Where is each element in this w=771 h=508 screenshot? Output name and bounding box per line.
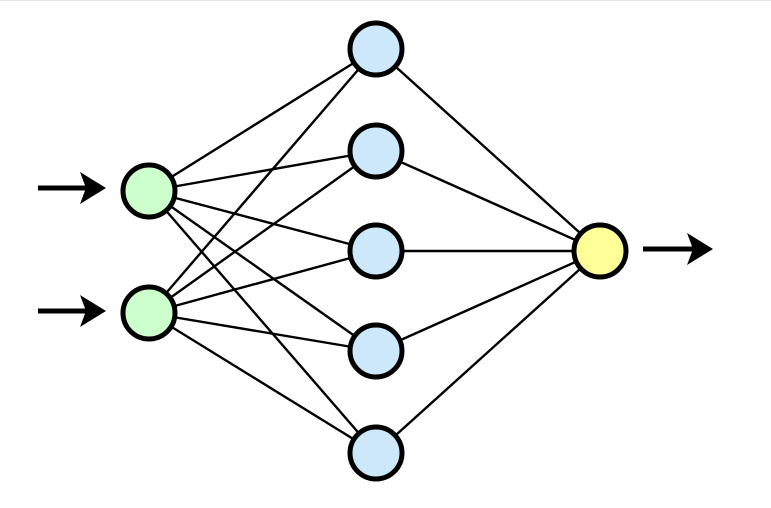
edge-i1-h2 (148, 149, 377, 193)
input-node-1[interactable] (120, 162, 178, 220)
input-arrow-2-head (80, 295, 106, 327)
edge-i1-h4 (148, 190, 377, 352)
edge-i2-h3 (148, 249, 377, 315)
edge-i1-h5 (148, 190, 377, 454)
edge-i2-h5 (148, 311, 377, 455)
edge-group-input-to-hidden (148, 47, 377, 455)
edge-i2-h2 (148, 150, 377, 314)
edge-i2-h4 (148, 311, 377, 353)
input-arrow-1 (38, 172, 106, 204)
hidden-layer-nodes (347, 20, 405, 482)
output-node-1[interactable] (571, 222, 629, 280)
edge-i1-h3 (148, 189, 377, 253)
edge-h1-o1 (375, 48, 601, 252)
output-arrow-1 (643, 233, 713, 265)
edge-group-hidden-to-output (375, 48, 601, 454)
edge-i1-h1 (148, 47, 377, 193)
edge-h2-o1 (375, 149, 601, 253)
hidden-node-1[interactable] (347, 20, 405, 78)
hidden-node-4[interactable] (347, 322, 405, 380)
input-arrow-1-head (80, 172, 106, 204)
edge-h5-o1 (375, 250, 601, 454)
hidden-node-3[interactable] (347, 222, 405, 280)
edge-h4-o1 (375, 249, 601, 353)
input-layer-nodes (120, 162, 178, 342)
edge-i2-h1 (148, 48, 377, 314)
output-arrow-1-head (687, 233, 713, 265)
input-arrow-2 (38, 295, 106, 327)
output-layer-nodes (571, 222, 629, 280)
hidden-node-2[interactable] (347, 122, 405, 180)
hidden-node-5[interactable] (347, 424, 405, 482)
input-node-2[interactable] (120, 284, 178, 342)
